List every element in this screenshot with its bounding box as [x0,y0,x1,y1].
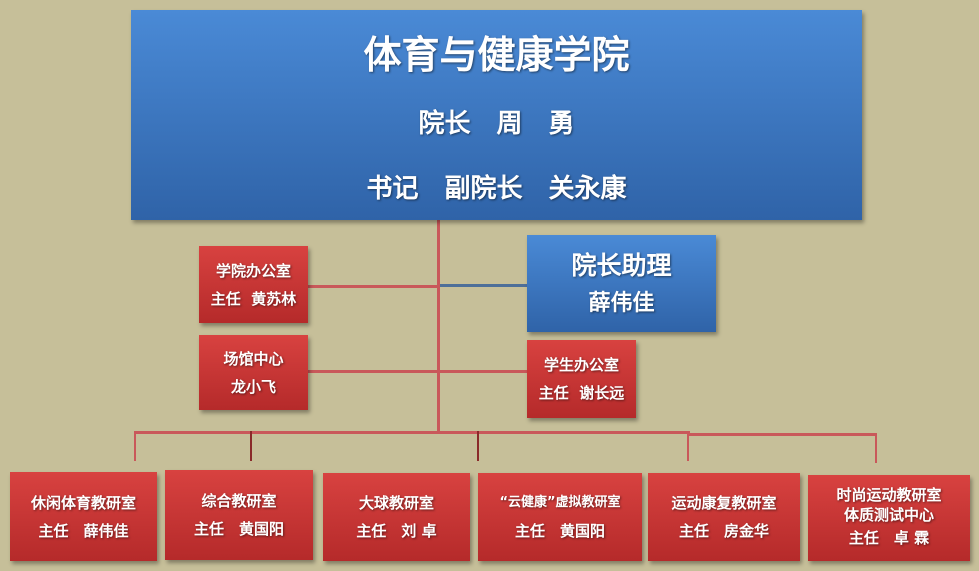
dean: 院长 周 勇 [418,109,575,139]
box-title: 大球教研室 [358,494,434,512]
connector-line [875,433,877,463]
box-name: 主任 黄国阳 [514,522,605,540]
connector-line [250,431,252,461]
secretary: 书记 副院长 关永康 [366,174,627,204]
box-title: 综合教研室 [201,492,277,510]
venue-center-box: 场馆中心 龙小飞 [199,335,308,410]
box-title: 时尚运动教研室 [836,486,942,504]
college-title: 体育与健康学院 [363,33,630,77]
box-name: 主任 薛伟佳 [38,521,129,540]
box-title-2: 体质测试中心 [843,506,934,524]
college-office-box: 学院办公室 主任 黄苏林 [199,246,308,323]
dept-box: 时尚运动教研室体质测试中心主任 卓 霖 [808,475,970,561]
connector-line [437,220,440,434]
connector-line [477,431,479,461]
box-title: “云健康”虚拟教研室 [499,495,621,510]
connector-line [308,370,528,373]
box-name: 主任 谢长远 [538,384,625,402]
dept-box: 休闲体育教研室主任 薛伟佳 [10,472,157,561]
dept-box: 综合教研室主任 黄国阳 [165,470,313,560]
connector-line [134,431,690,434]
box-title: 学生办公室 [543,356,619,374]
box-title: 休闲体育教研室 [30,493,136,512]
dept-box: “云健康”虚拟教研室主任 黄国阳 [478,473,642,561]
dept-box: 大球教研室主任 刘 卓 [323,473,470,561]
box-name: 主任 刘 卓 [356,522,437,540]
connector-line [308,285,439,288]
box-name: 主任 黄苏林 [210,289,297,308]
box-title: 院长助理 [571,250,672,280]
connector-line [687,431,689,461]
box-title: 学院办公室 [215,261,291,280]
college-head-box: 体育与健康学院 院长 周 勇 书记 副院长 关永康 [131,10,862,220]
box-name: 薛伟佳 [588,290,655,316]
dept-box: 运动康复教研室主任 房金华 [648,473,800,561]
box-name: 主任 黄国阳 [193,520,284,538]
dean-assistant-box: 院长助理 薛伟佳 [527,235,716,332]
box-title: 场馆中心 [223,349,284,368]
connector-line [440,284,527,287]
box-name: 主任 房金华 [678,522,769,540]
connector-line [688,433,877,436]
student-office-box: 学生办公室 主任 谢长远 [527,340,636,418]
connector-line [134,431,136,461]
box-title: 运动康复教研室 [671,494,777,512]
box-name: 龙小飞 [230,377,276,396]
box-name: 主任 卓 霖 [848,529,930,547]
